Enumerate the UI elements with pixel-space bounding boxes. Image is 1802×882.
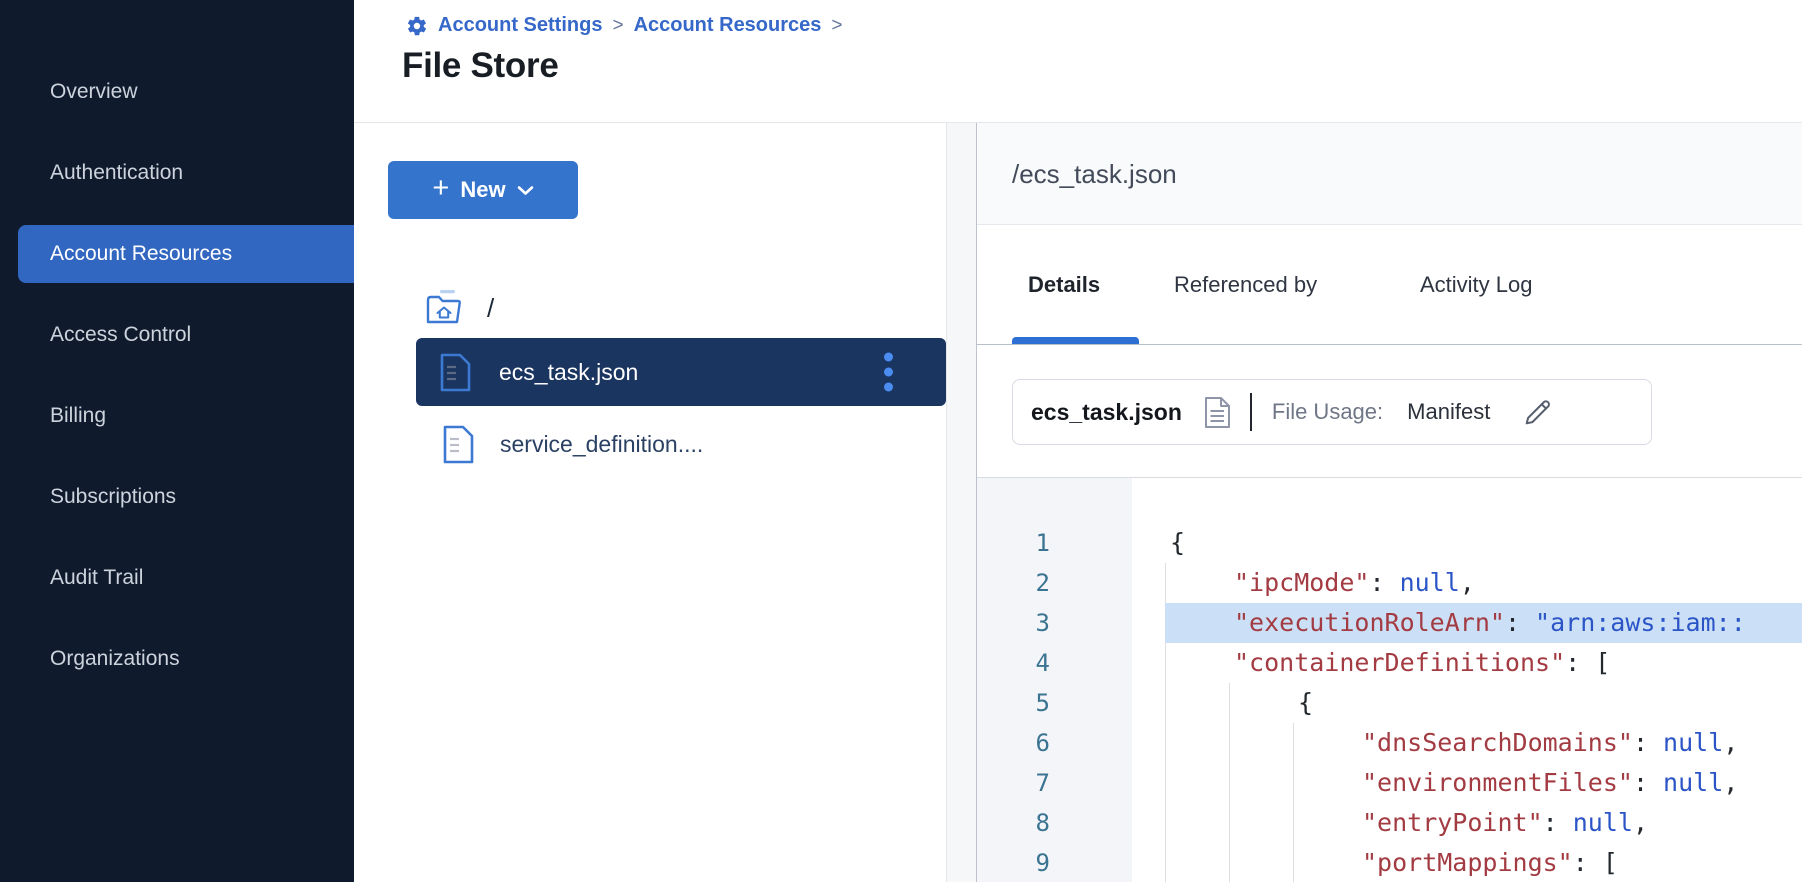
page-title: File Store (402, 46, 559, 85)
new-button[interactable]: + New (388, 161, 578, 219)
file-usage-value: Manifest (1407, 399, 1491, 424)
code-line-3: 3 "executionRoleArn": "arn:aws:iam:: (977, 603, 1802, 643)
root-path-label: / (487, 292, 495, 323)
code-viewer[interactable]: 1{2"ipcMode": null,3"executionRoleArn": … (977, 477, 1802, 882)
details-tab-content: ecs_task.json File Usage: Manifest (977, 345, 1802, 882)
sidebar-item-access-control[interactable]: Access Control (50, 323, 192, 346)
file-detail-panel: /ecs_task.json Details Referenced by Activ… (977, 123, 1802, 882)
code-line-7: 7 "environmentFiles": null, (977, 763, 1802, 803)
file-name: ecs_task.json (499, 358, 639, 385)
line-number: 4 (1035, 649, 1050, 677)
breadcrumb-separator: > (831, 14, 843, 36)
root-folder-row[interactable]: / (425, 283, 494, 333)
line-number: 1 (1035, 529, 1050, 557)
sidebar-item-authentication[interactable]: Authentication (50, 161, 184, 184)
sidebar-item-billing[interactable]: Billing (50, 404, 107, 427)
code-text: "containerDefinitions": [ (1234, 648, 1611, 677)
file-path: /ecs_task.json (1012, 158, 1177, 189)
sidebar-item-audit-trail[interactable]: Audit Trail (50, 566, 144, 589)
breadcrumb-account-settings[interactable]: Account Settings (438, 14, 603, 36)
code-line-8: 8 "entryPoint": null, (977, 803, 1802, 843)
document-icon (1204, 396, 1231, 429)
file-path-bar: /ecs_task.json (977, 123, 1802, 225)
tab-referenced-by[interactable]: Referenced by (1174, 271, 1318, 297)
sidebar-item-organizations[interactable]: Organizations (50, 647, 180, 670)
sidebar-item-overview[interactable]: Overview (50, 80, 138, 103)
code-line-6: 6 "dnsSearchDomains": null, (977, 723, 1802, 763)
code-text: "ipcMode": null, (1234, 568, 1475, 597)
file-icon (440, 353, 471, 392)
file-name: service_definition.... (500, 430, 704, 457)
code-text: "dnsSearchDomains": null, (1362, 728, 1739, 757)
line-number: 7 (1035, 769, 1050, 797)
code-line-1: 1{ (977, 523, 1802, 563)
code-line-5: 5{ (977, 683, 1802, 723)
sidebar-item-subscriptions[interactable]: Subscriptions (50, 485, 177, 508)
file-usage-label: File Usage: (1271, 399, 1384, 424)
code-line-2: 2 "ipcMode": null, (977, 563, 1802, 603)
code-text: { (1170, 528, 1186, 557)
line-number: 5 (1035, 689, 1050, 717)
tab-details[interactable]: Details (1028, 271, 1101, 297)
file-list: ecs_task.json service_definition.... (416, 338, 946, 475)
code-text: "environmentFiles": null, (1362, 768, 1739, 797)
line-number: 3 (1035, 609, 1050, 637)
file-row-service-definition[interactable]: service_definition.... (416, 413, 946, 475)
line-number: 6 (1035, 729, 1050, 757)
highlighted-line-background (1165, 603, 1802, 643)
folder-home-icon (425, 289, 465, 327)
sidebar-item-account-resources[interactable]: Account Resources (18, 225, 354, 283)
new-button-label: New (460, 177, 506, 202)
file-usage-card: ecs_task.json File Usage: Manifest (1012, 379, 1652, 445)
file-row-ecs-task-json[interactable]: ecs_task.json (416, 338, 946, 406)
chevron-down-icon (517, 185, 534, 196)
indent-guide (1229, 683, 1230, 882)
file-name-label: ecs_task.json (1031, 398, 1182, 425)
code-text: "executionRoleArn": "arn:aws:iam:: (1234, 608, 1746, 637)
line-number: 8 (1035, 809, 1050, 837)
code-line-4: 4 "containerDefinitions": [ (977, 643, 1802, 683)
code-text: { (1298, 688, 1314, 717)
line-number-gutter (977, 478, 1132, 882)
vertical-divider (1249, 393, 1252, 431)
file-icon (443, 425, 474, 464)
page-header: Account Settings > Account Resources > F… (354, 0, 1802, 123)
code-text: "portMappings": [ (1362, 848, 1618, 877)
code-text: "entryPoint": null, (1362, 808, 1649, 837)
line-number: 2 (1035, 569, 1050, 597)
panel-divider[interactable] (946, 123, 977, 882)
code-line-9: 9 "portMappings": [ (977, 843, 1802, 882)
breadcrumb-separator: > (612, 14, 624, 36)
pencil-icon[interactable] (1522, 396, 1554, 428)
file-store-panel: + New / ecs_task.json service_definition… (354, 123, 946, 882)
kebab-menu-icon[interactable] (880, 349, 897, 396)
gear-icon (406, 15, 428, 37)
indent-guide (1293, 723, 1294, 882)
detail-tabs: Details Referenced by Activity Log (977, 225, 1802, 345)
breadcrumb-account-resources[interactable]: Account Resources (633, 14, 822, 36)
active-tab-underline (1012, 337, 1139, 344)
tab-activity-log[interactable]: Activity Log (1420, 271, 1533, 297)
indent-guide (1165, 563, 1166, 882)
breadcrumb: Account Settings > Account Resources > (406, 14, 843, 37)
plus-icon: + (432, 172, 450, 204)
line-number: 9 (1035, 849, 1050, 877)
